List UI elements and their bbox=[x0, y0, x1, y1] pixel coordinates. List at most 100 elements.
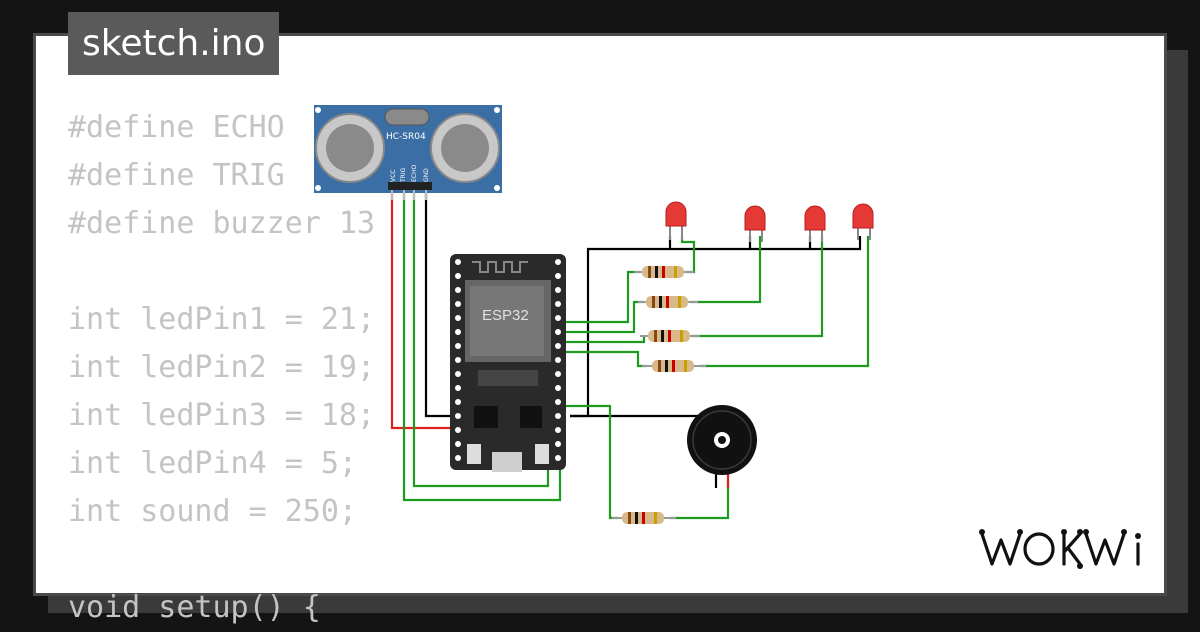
resistor-band bbox=[665, 360, 668, 372]
led-1[interactable] bbox=[665, 201, 687, 240]
pin-hole bbox=[455, 371, 461, 377]
code-line: #define TRIG bbox=[68, 158, 285, 193]
pin-label: VCC bbox=[390, 170, 397, 182]
pin-hole bbox=[455, 301, 461, 307]
pin-hole bbox=[455, 259, 461, 265]
wokwi-logo bbox=[979, 529, 1141, 569]
pin-hole bbox=[555, 357, 561, 363]
pin-row-right bbox=[555, 259, 561, 461]
resistor-band bbox=[661, 330, 664, 342]
pin-label: GND bbox=[423, 168, 430, 182]
wire-buzzer-res bbox=[564, 404, 618, 520]
wire-echo bbox=[412, 190, 550, 488]
resistor-5[interactable] bbox=[612, 512, 676, 524]
resistor-3[interactable] bbox=[640, 330, 700, 342]
code-line: int ledPin3 = 18; bbox=[68, 398, 376, 433]
mount-hole bbox=[494, 107, 500, 113]
pin-hole bbox=[555, 413, 561, 419]
usb-port bbox=[492, 452, 522, 472]
resistor-band bbox=[672, 360, 675, 372]
led-4[interactable] bbox=[852, 203, 874, 240]
led-3[interactable] bbox=[804, 205, 826, 242]
pin-hole bbox=[555, 259, 561, 265]
pin-hole bbox=[555, 399, 561, 405]
sensor-label: HC-SR04 bbox=[386, 132, 426, 142]
transducer-mesh bbox=[326, 124, 374, 172]
resistor-band bbox=[666, 296, 669, 308]
pin-hole bbox=[455, 273, 461, 279]
wire-led4-res bbox=[564, 350, 646, 368]
pin-hole bbox=[555, 385, 561, 391]
resistor-band bbox=[642, 512, 645, 524]
pin-hole bbox=[455, 357, 461, 363]
code-background: #define ECHO#define TRIG#define buzzer 1… bbox=[68, 104, 375, 632]
pin-hole bbox=[455, 427, 461, 433]
buzzer[interactable] bbox=[687, 405, 757, 475]
led-2[interactable] bbox=[744, 205, 766, 242]
led-body bbox=[852, 203, 874, 229]
pin-label-strip bbox=[478, 370, 538, 386]
wire-led3-res bbox=[564, 336, 646, 344]
resistor-4[interactable] bbox=[642, 360, 706, 372]
wire-res-buzzer bbox=[670, 480, 730, 520]
wire-res2-led2 bbox=[690, 236, 762, 304]
resistor-band bbox=[648, 266, 651, 278]
transducer-mesh bbox=[441, 124, 489, 172]
file-tab[interactable]: sketch.ino bbox=[68, 12, 280, 75]
resistor-band bbox=[684, 360, 687, 372]
wire-led2-res bbox=[564, 300, 644, 334]
code-line: int sound = 250; bbox=[68, 494, 357, 529]
file-tab-label: sketch.ino bbox=[82, 23, 266, 64]
esp32-board[interactable]: ESP32 bbox=[450, 254, 566, 472]
pin-hole bbox=[455, 329, 461, 335]
resistor-band bbox=[658, 360, 661, 372]
mount-hole bbox=[315, 185, 321, 191]
wire-gnd-rail bbox=[570, 236, 862, 418]
preview-card bbox=[33, 33, 1167, 596]
resistor-band bbox=[654, 512, 657, 524]
pin-hole bbox=[555, 315, 561, 321]
boot-button[interactable] bbox=[467, 444, 481, 464]
resistor-band bbox=[654, 330, 657, 342]
pin-label: ECHO bbox=[411, 165, 418, 182]
pin-header bbox=[388, 182, 432, 190]
buzzer-ring bbox=[692, 410, 752, 470]
pin-hole bbox=[455, 413, 461, 419]
reset-button[interactable] bbox=[535, 444, 549, 464]
led-body bbox=[744, 205, 766, 231]
antenna-trace bbox=[472, 261, 528, 273]
code-line: #define ECHO bbox=[68, 110, 285, 145]
pin-hole bbox=[555, 371, 561, 377]
wire-trig bbox=[402, 190, 562, 502]
resistor-band bbox=[674, 266, 677, 278]
resistor-2[interactable] bbox=[638, 296, 698, 308]
usb-chip bbox=[520, 406, 542, 428]
pin-hole bbox=[455, 385, 461, 391]
resistor-band bbox=[678, 296, 681, 308]
led-body bbox=[665, 201, 687, 227]
pin-hole bbox=[555, 273, 561, 279]
code-line: void setup() { bbox=[68, 590, 321, 625]
resistor-1[interactable] bbox=[634, 266, 694, 278]
buzzer-hole-center bbox=[718, 436, 726, 444]
mount-hole bbox=[315, 107, 321, 113]
ultrasonic-sensor[interactable]: HC-SR04 VCC TRIG ECHO GND bbox=[314, 105, 502, 200]
pin-hole bbox=[555, 329, 561, 335]
wire-led1-res bbox=[564, 270, 640, 324]
pin-hole bbox=[455, 287, 461, 293]
pin-hole bbox=[555, 343, 561, 349]
pin-hole bbox=[455, 455, 461, 461]
wire-res1-led1 bbox=[680, 236, 696, 274]
pin-hole bbox=[455, 399, 461, 405]
pin-hole bbox=[555, 441, 561, 447]
pin-hole bbox=[555, 301, 561, 307]
resistor-band bbox=[668, 330, 671, 342]
pin-hole bbox=[555, 427, 561, 433]
pin-row-left bbox=[455, 259, 461, 461]
module-shield bbox=[470, 286, 544, 356]
code-line: int ledPin1 = 21; bbox=[68, 302, 376, 337]
pin-hole bbox=[455, 343, 461, 349]
pin-hole bbox=[555, 287, 561, 293]
mount-hole bbox=[494, 185, 500, 191]
